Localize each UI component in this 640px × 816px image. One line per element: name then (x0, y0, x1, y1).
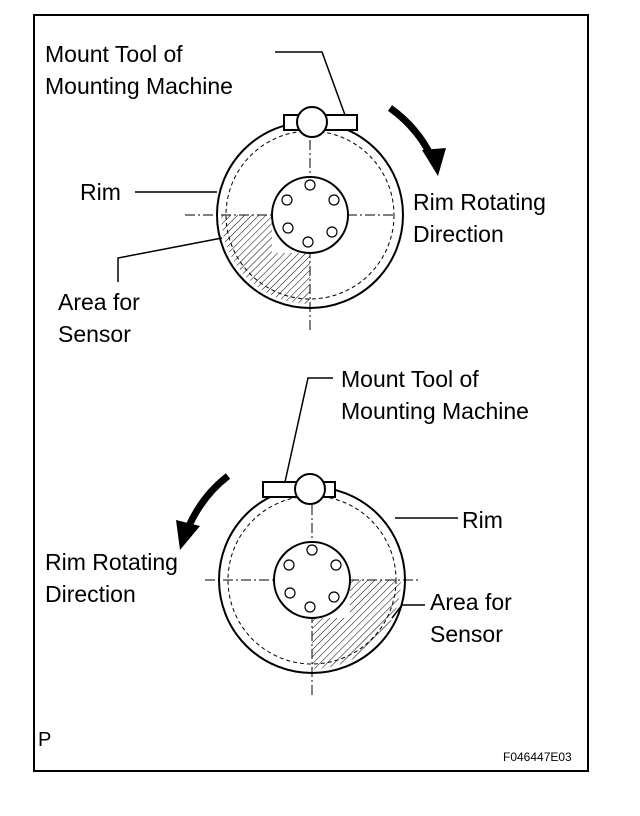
rotation-arrow-bottom (176, 473, 231, 550)
rim-label-top: Rim (80, 179, 121, 205)
area-label-line1: Area for (58, 289, 140, 315)
mount-tool-label-line1: Mount Tool of (341, 366, 479, 392)
figure-code: F046447E03 (503, 750, 572, 764)
area-label-line2: Sensor (430, 621, 503, 647)
rotating-label-line1: Rim Rotating (45, 549, 178, 575)
rotation-arrow-top (387, 105, 446, 176)
wheel-bottom (176, 377, 458, 695)
rotating-direction-label-top: Rim Rotating Direction (413, 186, 546, 250)
mount-tool-bottom (262, 473, 336, 505)
rotating-direction-label-bottom: Rim Rotating Direction (45, 546, 178, 610)
figure-frame (33, 14, 589, 772)
sensor-area-label-top: Area for Sensor (58, 286, 140, 350)
rotating-label-line2: Direction (45, 581, 136, 607)
sensor-area-label-bottom: Area for Sensor (430, 586, 512, 650)
mount-tool-label-line2: Mounting Machine (341, 398, 529, 424)
corner-mark: P (38, 729, 52, 751)
rotating-label-line2: Direction (413, 221, 504, 247)
mount-tool-top (283, 106, 358, 138)
area-label-line1: Area for (430, 589, 512, 615)
mount-tool-label-bottom: Mount Tool of Mounting Machine (341, 363, 529, 427)
area-label-line2: Sensor (58, 321, 131, 347)
mount-tool-label-line1: Mount Tool of (45, 41, 183, 67)
rim-label-bottom: Rim (462, 507, 503, 533)
mount-tool-label-top: Mount Tool of Mounting Machine (45, 38, 233, 102)
mount-tool-label-line2: Mounting Machine (45, 73, 233, 99)
rotating-label-line1: Rim Rotating (413, 189, 546, 215)
